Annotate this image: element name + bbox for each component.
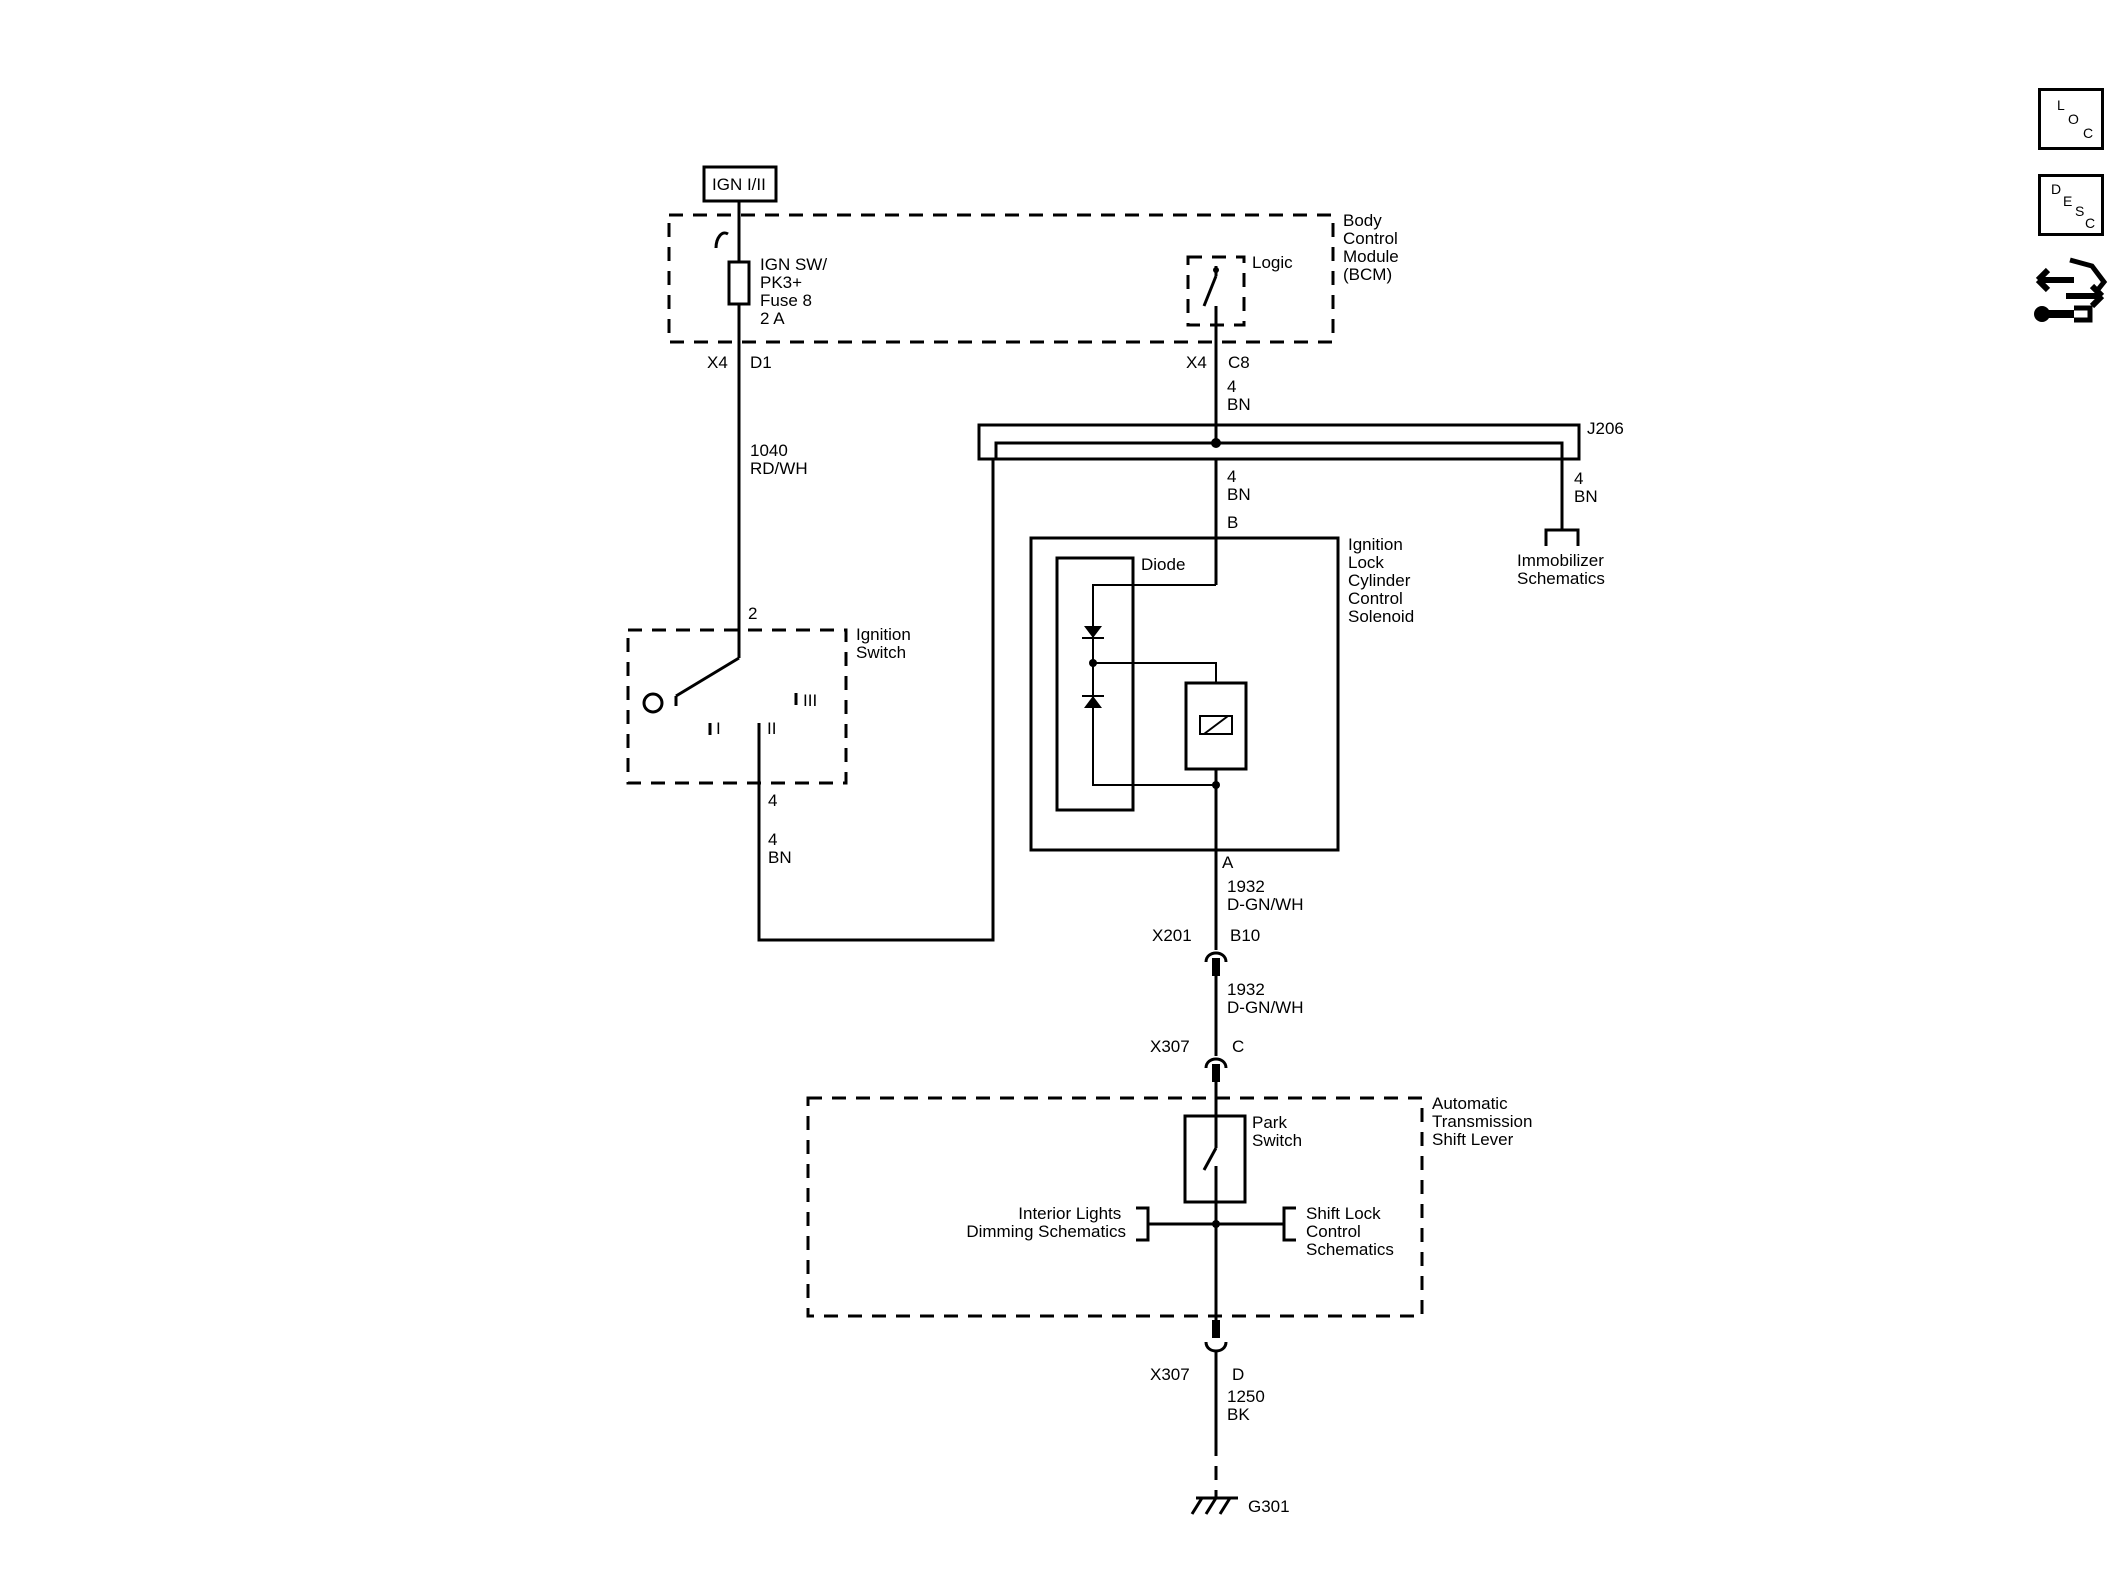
desc-letter-e: E xyxy=(2063,193,2073,209)
ground-label: G301 xyxy=(1248,1497,1290,1516)
wire-4bn-ign-label: 4 BN xyxy=(768,830,792,867)
shift-lever-module: Automatic Transmission Shift Lever Park … xyxy=(806,1082,1537,1330)
diode-bottom-icon xyxy=(1084,696,1102,708)
desc-letter-c: C xyxy=(2085,215,2096,231)
connector-x307-d: X307 D xyxy=(1150,1320,1244,1384)
wire-1932-b-label: 1932 D-GN/WH xyxy=(1227,980,1303,1017)
ignition-switch-label: Ignition Switch xyxy=(856,625,916,662)
x307d-pin: D xyxy=(1232,1365,1244,1384)
ign-power-source: IGN I/II xyxy=(702,165,778,203)
x201-pin: B10 xyxy=(1230,926,1260,945)
ignition-switch-off-contact xyxy=(642,692,664,714)
wire-4bn-immo-label: 4 BN xyxy=(1574,469,1598,506)
bcm-label: Body Control Module (BCM) xyxy=(1343,211,1404,284)
connector-x307-c: X307 C xyxy=(1150,1037,1244,1082)
bcm-module: Body Control Module (BCM) IGN SW/ PK3+ F… xyxy=(667,201,1404,372)
ign-power-label: IGN I/II xyxy=(712,175,766,194)
bcm-pin-left-pin: D1 xyxy=(750,353,772,372)
logic-switch-blade xyxy=(1202,275,1218,307)
loc-letter-l: L xyxy=(2057,97,2065,113)
wire-4bn-ign xyxy=(757,459,995,942)
solenoid-coil-icon xyxy=(1199,715,1233,735)
ignition-switch: Ignition Switch 2 I II III 4 xyxy=(626,604,916,940)
loc-letter-c: C xyxy=(2083,125,2094,141)
splice-label: J206 xyxy=(1587,419,1624,438)
wire-4bn-top-label: 4 BN xyxy=(1227,377,1251,414)
bcm-pin-right-pin: C8 xyxy=(1228,353,1250,372)
desc-letter-s: S xyxy=(2075,203,2085,219)
wire-4bn-splice-label: 4 BN xyxy=(1227,467,1251,504)
fuse-label: IGN SW/ PK3+ Fuse 8 2 A xyxy=(760,255,832,328)
park-switch-blade xyxy=(1202,1147,1218,1171)
shift-lever-label: Automatic Transmission Shift Lever xyxy=(1432,1094,1537,1149)
wire-1932-a-label: 1932 D-GN/WH xyxy=(1227,877,1303,914)
ground-symbol: G301 xyxy=(1190,1496,1290,1516)
x201-name: X201 xyxy=(1152,926,1192,945)
immobilizer-label: Immobilizer Schematics xyxy=(1517,551,1609,588)
ignition-switch-pin-bottom: 4 xyxy=(768,791,777,810)
solenoid-pin-a: A xyxy=(1222,853,1234,872)
logic-label: Logic xyxy=(1252,253,1293,272)
ignition-switch-pos-i: I xyxy=(716,719,721,738)
desc-letter-d: D xyxy=(2051,181,2062,197)
shift-lock-label: Shift Lock Control Schematics xyxy=(1306,1204,1394,1259)
x307d-name: X307 xyxy=(1150,1365,1190,1384)
diode-box xyxy=(1055,556,1135,812)
solenoid-pin-b: B xyxy=(1227,513,1238,532)
loc-letter-o: O xyxy=(2068,111,2079,127)
solenoid-label: Ignition Lock Cylinder Control Solenoid xyxy=(1348,535,1415,626)
ignition-switch-pos-iii: III xyxy=(803,691,817,710)
wire-1040-label: 1040 RD/WH xyxy=(750,441,808,478)
x307c-pin: C xyxy=(1232,1037,1244,1056)
bcm-pin-left-conn: X4 xyxy=(707,353,728,372)
splice-j206: J206 xyxy=(977,419,1624,474)
ignition-switch-blade xyxy=(675,656,740,698)
immobilizer-bracket xyxy=(1544,528,1580,546)
park-switch-label: Park Switch xyxy=(1252,1113,1302,1150)
fuse-tap xyxy=(714,231,729,249)
diode-top-icon xyxy=(1084,626,1102,638)
connector-tool-icon[interactable] xyxy=(2030,252,2110,332)
loc-icon[interactable]: L O C xyxy=(2038,88,2104,150)
interior-lights-bracket xyxy=(1136,1206,1150,1242)
wire-1250-label: 1250 BK xyxy=(1227,1387,1270,1424)
ignition-switch-pin-top: 2 xyxy=(748,604,757,623)
bcm-pin-right-conn: X4 xyxy=(1186,353,1207,372)
interior-lights-label: Interior Lights Dimming Schematics xyxy=(966,1204,1126,1241)
diode-label: Diode xyxy=(1141,555,1185,574)
x307c-name: X307 xyxy=(1150,1037,1190,1056)
desc-icon[interactable]: D E S C xyxy=(2038,174,2104,236)
ignition-lock-solenoid: Ignition Lock Cylinder Control Solenoid … xyxy=(1029,535,1415,852)
fuse-symbol xyxy=(727,260,751,306)
ignition-switch-pos-ii: II xyxy=(767,719,776,738)
connector-x201: X201 B10 xyxy=(1152,926,1260,976)
shift-lock-bracket xyxy=(1282,1206,1296,1242)
